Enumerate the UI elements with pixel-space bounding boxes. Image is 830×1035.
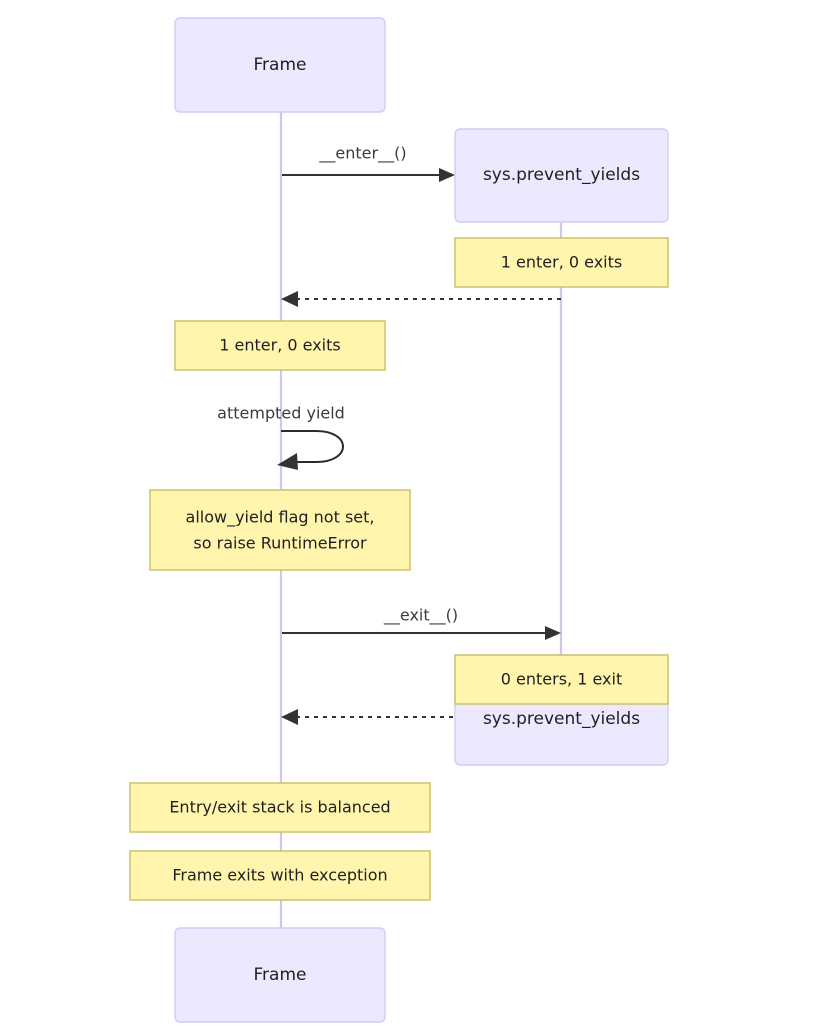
message-label-enter-call: __enter__() (318, 144, 406, 164)
note-text-balanced: Entry/exit stack is balanced (169, 798, 390, 817)
note-box-left-1-enter (174, 320, 386, 371)
self-loop-path-attempted-yield (281, 430, 344, 463)
note-box-right-1-enter (454, 237, 669, 288)
note-text-allow-yield-line-1: allow_yield flag not set, (186, 508, 375, 528)
arrowhead-right-exit-call (545, 626, 561, 640)
note-text-right-0-enters: 0 enters, 1 exit (501, 670, 622, 689)
arrowhead-left-enter-return (281, 291, 298, 307)
note-frame-exits[interactable]: Frame exits with exception (129, 850, 431, 901)
note-text-allow-yield-line-2: so raise RuntimeError (193, 534, 367, 553)
actor-box-frame-top (174, 17, 386, 113)
actor-prevent-yields-top[interactable]: sys.prevent_yields (454, 128, 669, 223)
actor-frame-bottom[interactable]: Frame (174, 927, 386, 1023)
arrowhead-left-attempted-yield (277, 453, 298, 470)
actor-box-frame-bottom (174, 927, 386, 1023)
note-text-right-1-enter: 1 enter, 0 exits (501, 253, 622, 272)
message-attempted-yield[interactable]: attempted yield (217, 404, 345, 471)
note-box-balanced (129, 782, 431, 833)
message-label-exit-call: __exit__() (383, 606, 458, 626)
message-label-attempted-yield: attempted yield (217, 404, 345, 423)
arrowhead-right-enter-call (439, 168, 455, 182)
actor-label-frame-bottom: Frame (254, 965, 307, 985)
messages-layer: __enter__() Frame (dashed) --> attempted… (217, 144, 561, 725)
note-box-right-0-enters (454, 654, 669, 705)
note-box-allow-yield (149, 489, 411, 571)
note-box-frame-exits (129, 850, 431, 901)
notes-layer: 1 enter, 0 exits 1 enter, 0 exits allow_… (129, 237, 669, 901)
message-enter-return[interactable] (281, 291, 561, 307)
actor-label-prevent-yields-top: sys.prevent_yields (483, 165, 640, 185)
note-text-frame-exits: Frame exits with exception (172, 866, 387, 885)
note-text-left-1-enter: 1 enter, 0 exits (219, 336, 340, 355)
arrowhead-left-exit-return (281, 709, 298, 725)
note-right-0-enters[interactable]: 0 enters, 1 exit (454, 654, 669, 705)
note-left-1-enter[interactable]: 1 enter, 0 exits (174, 320, 386, 371)
actor-box-prevent-yields-top (454, 128, 669, 223)
actor-frame-top[interactable]: Frame (174, 17, 386, 113)
note-allow-yield[interactable]: allow_yield flag not set, so raise Runti… (149, 489, 411, 571)
note-right-1-enter[interactable]: 1 enter, 0 exits (454, 237, 669, 288)
message-enter-call[interactable]: __enter__() (282, 144, 455, 183)
note-balanced[interactable]: Entry/exit stack is balanced (129, 782, 431, 833)
actor-label-prevent-yields-bottom: sys.prevent_yields (483, 709, 640, 729)
actor-label-frame-top: Frame (254, 55, 307, 75)
message-exit-return[interactable] (281, 709, 455, 725)
message-exit-call[interactable]: __exit__() (282, 606, 561, 641)
